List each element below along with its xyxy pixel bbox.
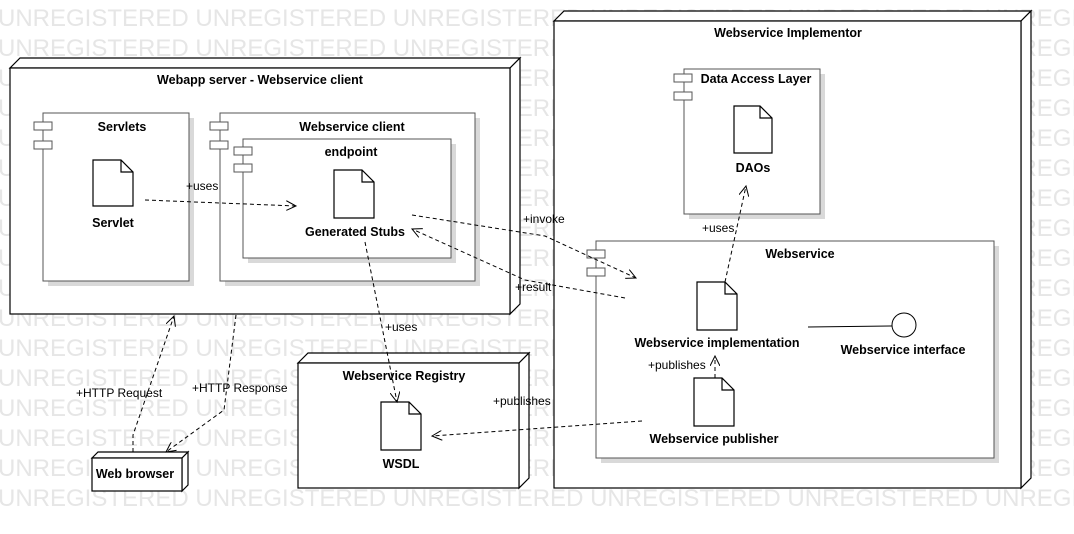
node-webservice-registry[interactable]: Webservice Registry WSDL (296, 351, 531, 490)
component-title: endpoint (325, 145, 379, 159)
component-data-access-layer[interactable]: Data Access Layer DAOs (673, 68, 825, 219)
artifact-webservice-publisher: Webservice publisher (650, 432, 779, 446)
uses-wsdl-arrow (364, 241, 397, 402)
node-title: Webservice Registry (343, 369, 466, 383)
component-tab-icon (33, 140, 53, 150)
artifact-webservice-implementation: Webservice implementation (634, 336, 799, 350)
http-response-arrow (166, 314, 237, 452)
node-web-browser[interactable]: Web browser (90, 450, 190, 493)
relation-label: +uses (186, 179, 218, 193)
result-arrow (412, 229, 626, 299)
relation-label: +uses (702, 221, 734, 235)
relation-label: +invoke (523, 212, 565, 226)
component-endpoint[interactable]: endpoint Generated Stubs (233, 138, 456, 263)
relation-label: +HTTP Response (192, 381, 288, 395)
document-icon (696, 281, 738, 331)
interface-circle-icon (891, 312, 917, 338)
component-tab-icon (233, 146, 253, 156)
component-tab-icon (209, 140, 229, 150)
relation-label: +result (515, 280, 552, 294)
component-tab-icon (33, 121, 53, 131)
component-title: Data Access Layer (701, 72, 812, 86)
relations: +uses +invoke +result +uses +uses +publi… (76, 179, 746, 452)
document-icon (380, 401, 422, 451)
relation-label: +publishes (493, 394, 551, 408)
artifact-daos: DAOs (736, 161, 771, 175)
uses-dal-arrow (724, 186, 746, 283)
component-tab-icon (673, 91, 693, 101)
invoke-arrow (411, 214, 636, 278)
component-tab-icon (673, 73, 693, 83)
node-title: Web browser (96, 467, 174, 481)
node-title: Webservice Implementor (714, 26, 862, 40)
relation-label: +publishes (648, 358, 706, 372)
component-servlets[interactable]: Servlets Servlet (33, 112, 194, 286)
component-tab-icon (586, 267, 606, 277)
document-icon (733, 105, 773, 154)
component-webservice[interactable]: Webservice Webservice implementation Web… (586, 240, 999, 463)
relation-label: +HTTP Request (76, 386, 163, 400)
interface-lollipop-line (807, 325, 893, 328)
component-title: Servlets (98, 120, 147, 134)
interface-label: Webservice interface (841, 343, 966, 357)
component-title: Webservice (765, 247, 834, 261)
document-icon (92, 159, 134, 207)
component-title: Webservice client (299, 120, 405, 134)
document-icon (693, 377, 735, 427)
artifact-servlet: Servlet (92, 216, 135, 230)
relation-label: +uses (385, 320, 417, 334)
http-request-arrow (132, 316, 174, 452)
node-title: Webapp server - Webservice client (157, 73, 364, 87)
component-tab-icon (586, 249, 606, 259)
publishes-wsdl-arrow (432, 420, 643, 436)
document-icon (333, 169, 375, 219)
artifact-generated-stubs: Generated Stubs (305, 225, 405, 239)
component-tab-icon (233, 163, 253, 173)
artifact-wsdl: WSDL (383, 457, 420, 471)
component-tab-icon (209, 121, 229, 131)
